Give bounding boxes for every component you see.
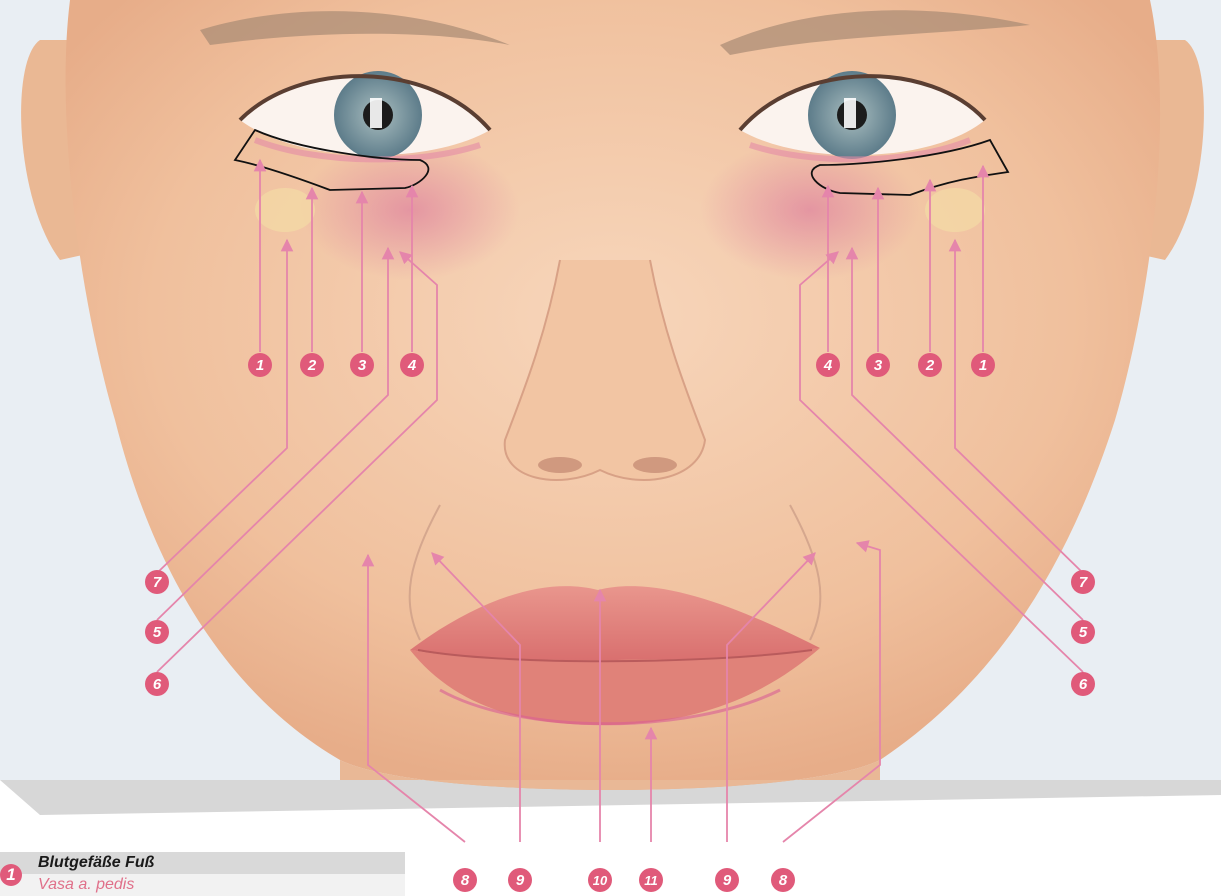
callout-label: 2 xyxy=(925,357,935,374)
callout-label: 7 xyxy=(153,574,162,591)
callout-label: 3 xyxy=(358,357,367,374)
callout-9-left[interactable]: 9 xyxy=(508,868,532,892)
callout-4-right[interactable]: 4 xyxy=(816,353,840,377)
callout-7-right[interactable]: 7 xyxy=(1071,570,1095,594)
callout-label: 8 xyxy=(461,872,470,889)
callout-label: 6 xyxy=(1079,676,1088,693)
callout-1-right[interactable]: 1 xyxy=(971,353,995,377)
callout-label: 1 xyxy=(979,357,987,374)
legend-title-bar: Blutgefäße Fuß xyxy=(0,852,405,874)
callout-label: 5 xyxy=(1079,624,1088,641)
legend: Blutgefäße Fuß Vasa a. pedis 1 xyxy=(0,852,405,896)
callout-label: 7 xyxy=(1079,574,1088,591)
callout-label: 1 xyxy=(256,357,264,374)
callout-11[interactable]: 11 xyxy=(639,868,663,892)
callout-label: 6 xyxy=(153,676,162,693)
callout-10[interactable]: 10 xyxy=(588,868,612,892)
callout-3-left[interactable]: 3 xyxy=(350,353,374,377)
callout-6-left[interactable]: 6 xyxy=(145,672,169,696)
callout-3-right[interactable]: 3 xyxy=(866,353,890,377)
callout-8-right[interactable]: 8 xyxy=(771,868,795,892)
legend-number-badge: 1 xyxy=(0,864,22,886)
legend-title: Blutgefäße Fuß xyxy=(38,854,154,872)
callout-label: 8 xyxy=(779,872,788,889)
callout-8-left[interactable]: 8 xyxy=(453,868,477,892)
callout-7-left[interactable]: 7 xyxy=(145,570,169,594)
callout-label: 5 xyxy=(153,624,162,641)
callout-4-left[interactable]: 4 xyxy=(400,353,424,377)
callout-5-left[interactable]: 5 xyxy=(145,620,169,644)
callout-label: 4 xyxy=(407,357,417,374)
callout-label: 3 xyxy=(874,357,883,374)
callout-2-right[interactable]: 2 xyxy=(918,353,942,377)
callout-5-right[interactable]: 5 xyxy=(1071,620,1095,644)
callout-1-left[interactable]: 1 xyxy=(248,353,272,377)
callout-label: 9 xyxy=(516,872,525,889)
callout-label: 4 xyxy=(823,357,833,374)
callout-9-right[interactable]: 9 xyxy=(715,868,739,892)
callout-label: 11 xyxy=(644,873,658,888)
callout-label: 9 xyxy=(723,872,732,889)
callout-label: 2 xyxy=(307,357,317,374)
legend-subtitle: Vasa a. pedis xyxy=(38,876,134,894)
callout-2-left[interactable]: 2 xyxy=(300,353,324,377)
callout-label: 10 xyxy=(593,873,608,888)
callout-6-right[interactable]: 6 xyxy=(1071,672,1095,696)
